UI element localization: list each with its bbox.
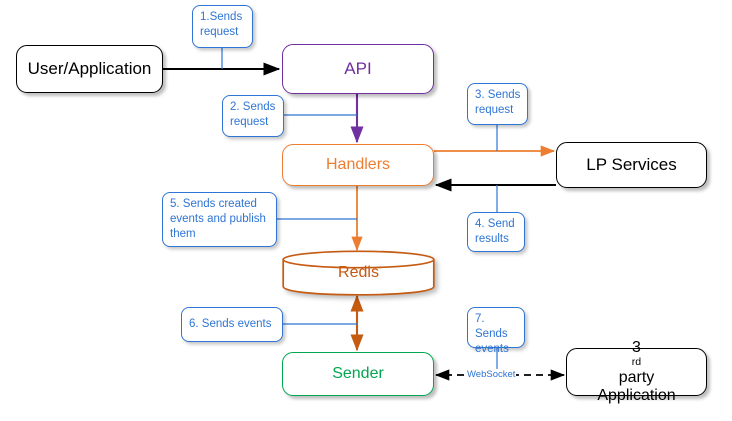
node-user-application-label: User/Application	[27, 59, 152, 79]
callout-4-send-results[interactable]: 4. Send results	[467, 212, 525, 252]
websocket-label: WebSocket	[466, 369, 517, 380]
node-api[interactable]: API	[282, 44, 434, 94]
node-handlers[interactable]: Handlers	[282, 144, 434, 186]
node-sender[interactable]: Sender	[282, 352, 434, 396]
node-api-label: API	[344, 59, 372, 79]
third-party-ordinal-suffix: rd	[631, 356, 642, 369]
callout-1-sends-request[interactable]: 1.Sends request	[192, 5, 253, 48]
node-user-application[interactable]: User/Application	[16, 45, 163, 93]
node-redis[interactable]: Redis	[282, 250, 435, 296]
third-party-line2: Application	[597, 386, 676, 404]
callout-7-sends-events[interactable]: 7. Sends events	[467, 307, 525, 355]
node-lp-services[interactable]: LP Services	[556, 142, 707, 188]
node-handlers-label: Handlers	[325, 156, 391, 174]
callout-3-sends-request[interactable]: 3. Sends request	[467, 83, 528, 125]
callout-6-sends-events[interactable]: 6. Sends events	[181, 307, 283, 342]
node-sender-label: Sender	[332, 365, 384, 383]
callout-5-sends-created-events[interactable]: 5. Sends created events and publish them	[162, 192, 277, 247]
node-lp-services-label: LP Services	[586, 155, 677, 175]
callout-2-sends-request[interactable]: 2. Sends request	[222, 95, 284, 137]
redis-cylinder-shape	[282, 250, 435, 296]
